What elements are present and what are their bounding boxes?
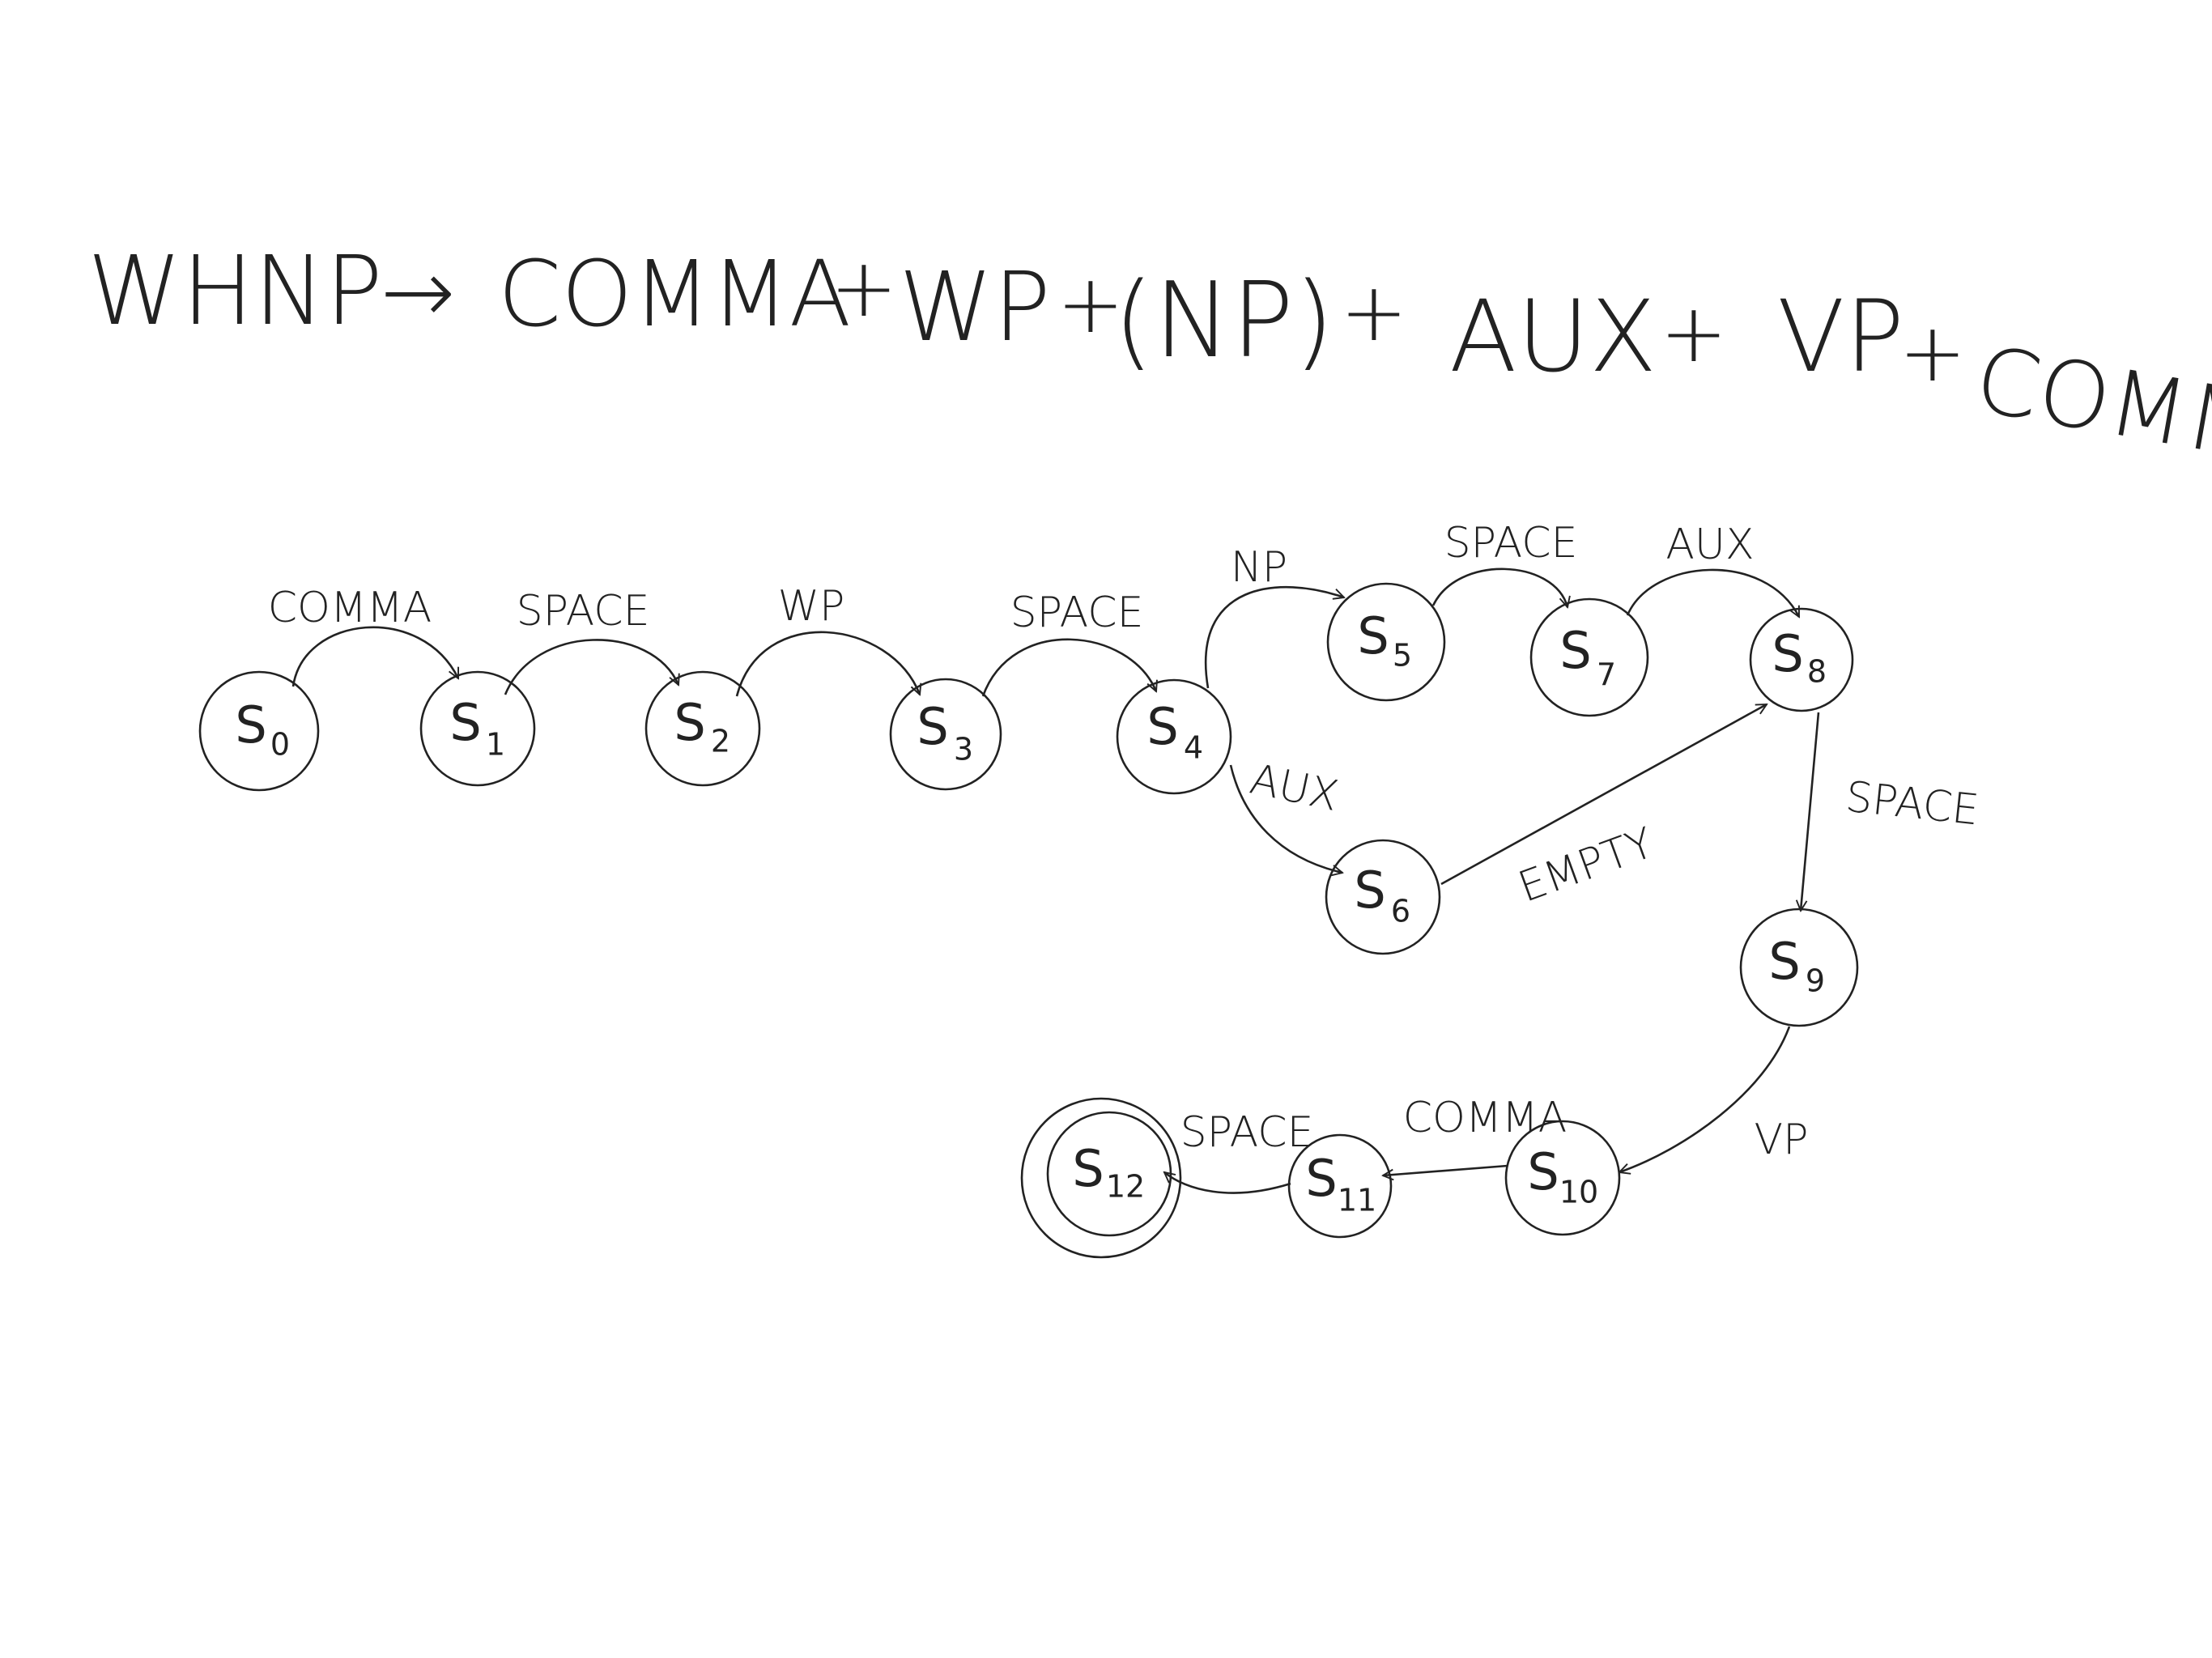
transition-label: SPACE	[517, 587, 650, 636]
transition-label: VP	[1755, 1116, 1809, 1164]
transition-arrow	[981, 638, 1156, 697]
transition-label: SPACE	[1844, 773, 1981, 835]
transition-arrow	[1619, 1026, 1791, 1172]
states: S 0 S 1 S 2 S 3 S 4 S 5 S	[198, 582, 1859, 1259]
transition-label: AUX	[1665, 521, 1754, 569]
state-subscript: 9	[1806, 963, 1825, 999]
rule-arrow: →	[381, 240, 455, 343]
state-s5: S 5	[1326, 582, 1446, 702]
rule-part: (NP)	[1113, 261, 1334, 381]
state-subscript: 8	[1807, 654, 1827, 690]
transition-s7-s8: AUX	[1626, 521, 1801, 617]
transition-arrow	[1431, 568, 1568, 607]
rule-part: VP	[1777, 279, 1904, 394]
transition-label: SPACE	[1180, 1108, 1314, 1157]
state-s2: S 2	[644, 670, 761, 787]
state-label: S	[449, 693, 481, 752]
transition-arrow	[1801, 712, 1820, 911]
grammar-rule: WHNP → COMMA + WP + (NP) + AUX + VP + CO…	[87, 235, 2212, 491]
transition-arrow	[504, 639, 678, 695]
rule-part: WP	[899, 251, 1051, 363]
transition-arrow	[1626, 568, 1801, 617]
transition-s11-s12: SPACE	[1164, 1108, 1314, 1194]
state-label: S	[1072, 1139, 1104, 1198]
transition-s4-s6: AUX	[1229, 755, 1342, 873]
transition-arrow	[291, 626, 460, 687]
transition-label: SPACE	[1444, 519, 1578, 568]
state-subscript: 6	[1391, 894, 1410, 929]
transition-s4-s5: NP	[1204, 543, 1344, 689]
transition-s2-s3: WP	[735, 582, 920, 697]
transition-s8-s9: SPACE	[1801, 712, 1981, 911]
transition-label: NP	[1231, 543, 1287, 592]
transition-s0-s1: COMMA	[268, 584, 460, 687]
accept-ring	[1020, 1097, 1182, 1259]
transition-arrow	[735, 631, 920, 697]
state-s7: S 7	[1529, 597, 1649, 717]
transition-s6-s8: EMPTY	[1440, 703, 1767, 912]
state-label: S	[1354, 861, 1385, 920]
rule-part: COMMA	[1967, 327, 2212, 492]
rule-plus: +	[1340, 265, 1408, 359]
state-subscript: 10	[1559, 1175, 1598, 1210]
state-subscript: 5	[1393, 638, 1412, 674]
transition-s1-s2: SPACE	[504, 587, 678, 695]
transition-arrow	[1164, 1172, 1291, 1194]
state-label: S	[1146, 697, 1178, 756]
state-subscript: 11	[1338, 1183, 1376, 1218]
state-s6: S 6	[1325, 839, 1441, 955]
rule-plus: +	[1899, 305, 1967, 400]
transition-label: COMMA	[1403, 1094, 1568, 1142]
rule-plus: +	[1057, 257, 1125, 351]
state-subscript: 12	[1106, 1169, 1145, 1205]
transition-label: AUX	[1246, 755, 1342, 821]
transition-label: SPACE	[1010, 589, 1144, 637]
rule-part: COMMA	[498, 242, 851, 347]
rule-plus: +	[1660, 286, 1728, 380]
state-subscript: 2	[711, 724, 730, 759]
state-subscript: 4	[1184, 730, 1203, 766]
state-s10: S 10	[1504, 1120, 1621, 1236]
state-s9: S 9	[1739, 908, 1859, 1027]
state-subscript: 1	[486, 727, 505, 763]
rule-plus: +	[830, 240, 898, 335]
transition-arrow	[1440, 703, 1767, 886]
state-label: S	[235, 695, 266, 755]
transition-arrow	[1204, 585, 1344, 689]
state-label: S	[1305, 1149, 1337, 1208]
transition-s5-s7: SPACE	[1431, 519, 1578, 607]
state-subscript: 3	[954, 732, 973, 767]
state-label: S	[1772, 624, 1803, 683]
state-label: S	[917, 697, 948, 756]
transition-arrow	[1383, 1164, 1508, 1175]
state-s8: S 8	[1749, 607, 1854, 712]
state-s4: S 4	[1116, 678, 1232, 795]
transition-label: WP	[778, 582, 845, 631]
state-subscript: 7	[1597, 657, 1616, 693]
state-s0: S 0	[198, 670, 320, 792]
state-label: S	[1357, 606, 1389, 665]
state-label: S	[674, 693, 705, 752]
state-label: S	[1527, 1142, 1559, 1201]
state-label: S	[1559, 621, 1591, 680]
transition-s3-s4: SPACE	[981, 589, 1156, 697]
rule-lhs: WHNP	[87, 235, 383, 346]
state-s3: S 3	[889, 678, 1002, 791]
transitions: COMMA SPACE WP SPACE NP SPACE AU	[268, 519, 1981, 1194]
rule-part: AUX	[1449, 279, 1657, 394]
transition-arrow	[1229, 764, 1342, 873]
state-label: S	[1768, 932, 1800, 991]
state-s1: S 1	[419, 670, 536, 787]
state-subscript: 0	[270, 727, 290, 763]
state-s12: S 12	[1020, 1097, 1182, 1259]
transition-s10-s11: COMMA	[1383, 1094, 1567, 1175]
state-s11: S 11	[1287, 1133, 1393, 1239]
transition-s9-s10: VP	[1619, 1026, 1809, 1172]
transition-label: COMMA	[268, 584, 432, 632]
